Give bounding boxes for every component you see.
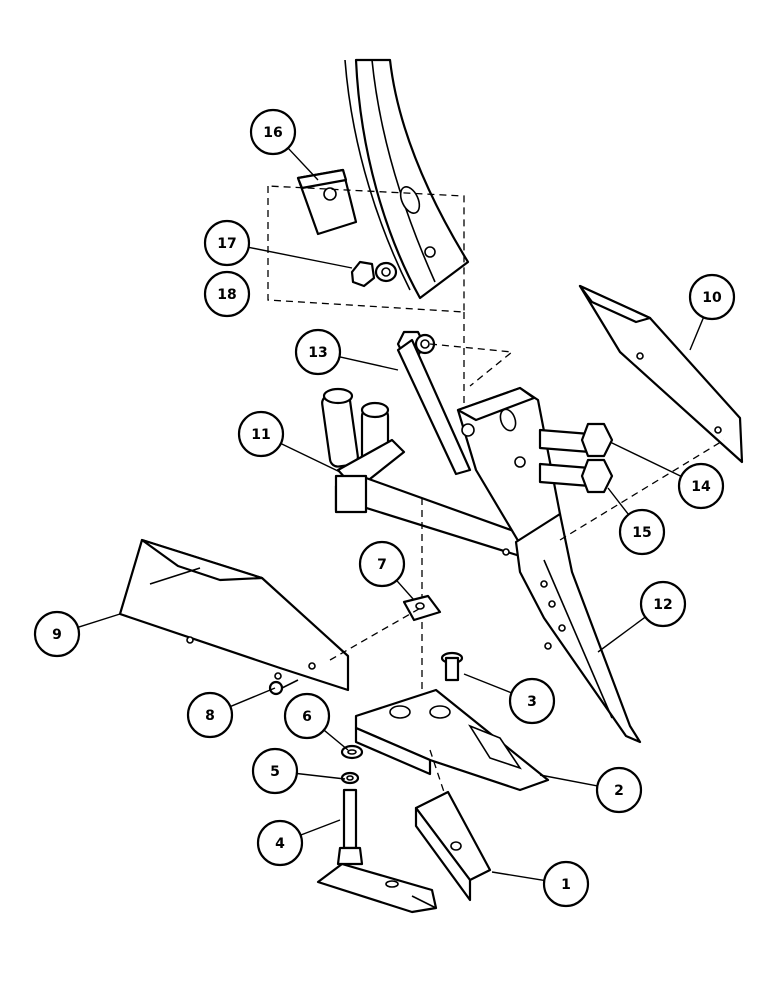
- callout-17: 17: [203, 219, 353, 269]
- callout-leader: [609, 441, 682, 478]
- callout-label: 5: [270, 764, 280, 780]
- callout-14: 14: [609, 441, 725, 510]
- callout-label: 14: [691, 479, 711, 495]
- callout-leader: [280, 442, 341, 473]
- assembly-guide: [267, 185, 465, 313]
- callout-6: 6: [283, 692, 349, 751]
- callout-3: 3: [463, 673, 556, 725]
- callout-leader: [300, 819, 341, 836]
- callout-label: 6: [302, 709, 312, 725]
- callout-1: 1: [491, 860, 590, 908]
- callout-circle: [283, 692, 331, 740]
- callout-leader: [230, 687, 276, 708]
- callout-label: 2: [614, 783, 624, 799]
- callout-circle: [639, 580, 687, 628]
- callout-label: 16: [263, 125, 282, 141]
- clamp-plate: [296, 168, 358, 236]
- callout-11: 11: [237, 410, 341, 473]
- callout-circle: [249, 108, 297, 156]
- callout-leader: [296, 772, 346, 780]
- callout-circle: [542, 860, 590, 908]
- callout-circle: [251, 747, 299, 795]
- callout-leader: [77, 613, 121, 629]
- callout-circle: [508, 677, 556, 725]
- callout-label: 13: [308, 345, 327, 361]
- callout-circle: [237, 410, 285, 458]
- callout-leader: [463, 673, 512, 694]
- callout-label: 11: [251, 427, 270, 443]
- callout-label: 1: [561, 877, 571, 893]
- callout-label: 3: [527, 694, 537, 710]
- callout-9: 9: [33, 610, 121, 658]
- callout-label: 10: [702, 290, 722, 306]
- callout-circle: [677, 462, 725, 510]
- callout-circle: [203, 219, 251, 267]
- callout-15: 15: [607, 487, 666, 556]
- callout-leader: [689, 317, 705, 351]
- callout-2: 2: [539, 766, 643, 814]
- main-frame: [321, 338, 725, 744]
- callout-circle: [33, 610, 81, 658]
- callout-label: 4: [275, 836, 285, 852]
- callout-leader: [491, 871, 545, 882]
- tip: [414, 790, 492, 902]
- callout-4: 4: [256, 819, 341, 867]
- callout-label: 17: [217, 236, 236, 252]
- callout-leader: [248, 246, 353, 269]
- callout-leader: [396, 579, 415, 601]
- callout-circle: [358, 540, 406, 588]
- callout-label: 18: [217, 287, 236, 303]
- nut-plate: [402, 594, 442, 622]
- callout-leader: [607, 487, 630, 516]
- bolt-15: [538, 458, 614, 494]
- callout-leader: [287, 147, 319, 181]
- callout-leader: [323, 729, 349, 751]
- callout-5: 5: [251, 747, 346, 795]
- callout-label: 8: [205, 708, 215, 724]
- knife: [316, 862, 438, 914]
- callout-label: 12: [653, 597, 672, 613]
- bolt-3: [440, 651, 464, 682]
- point-share: [354, 688, 550, 805]
- callout-circle: [618, 508, 666, 556]
- callout-circle: [256, 819, 304, 867]
- callout-16: 16: [249, 108, 319, 181]
- callout-13: 13: [294, 328, 399, 376]
- callout-10: 10: [688, 273, 736, 351]
- callout-leader: [597, 616, 646, 653]
- callout-7: 7: [358, 540, 415, 601]
- right-wing: [578, 284, 744, 464]
- callout-circle: [688, 273, 736, 321]
- callout-8: 8: [186, 687, 276, 739]
- washers: [340, 744, 364, 785]
- callout-circle: [595, 766, 643, 814]
- callout-18: 18: [203, 270, 251, 318]
- nut-washer-top: [350, 260, 398, 288]
- callout-leader: [539, 774, 598, 787]
- left-wing: [118, 538, 425, 692]
- bolt-14: [538, 422, 614, 458]
- callout-label: 15: [632, 525, 651, 541]
- bolt-4: [336, 788, 364, 866]
- callout-circle: [203, 270, 251, 318]
- callout-12: 12: [597, 580, 687, 653]
- callout-label: 9: [52, 627, 62, 643]
- callout-circle: [294, 328, 342, 376]
- callout-circle: [186, 691, 234, 739]
- callout-leader: [339, 356, 399, 371]
- bolt-8: [268, 679, 299, 696]
- callout-label: 7: [377, 557, 387, 573]
